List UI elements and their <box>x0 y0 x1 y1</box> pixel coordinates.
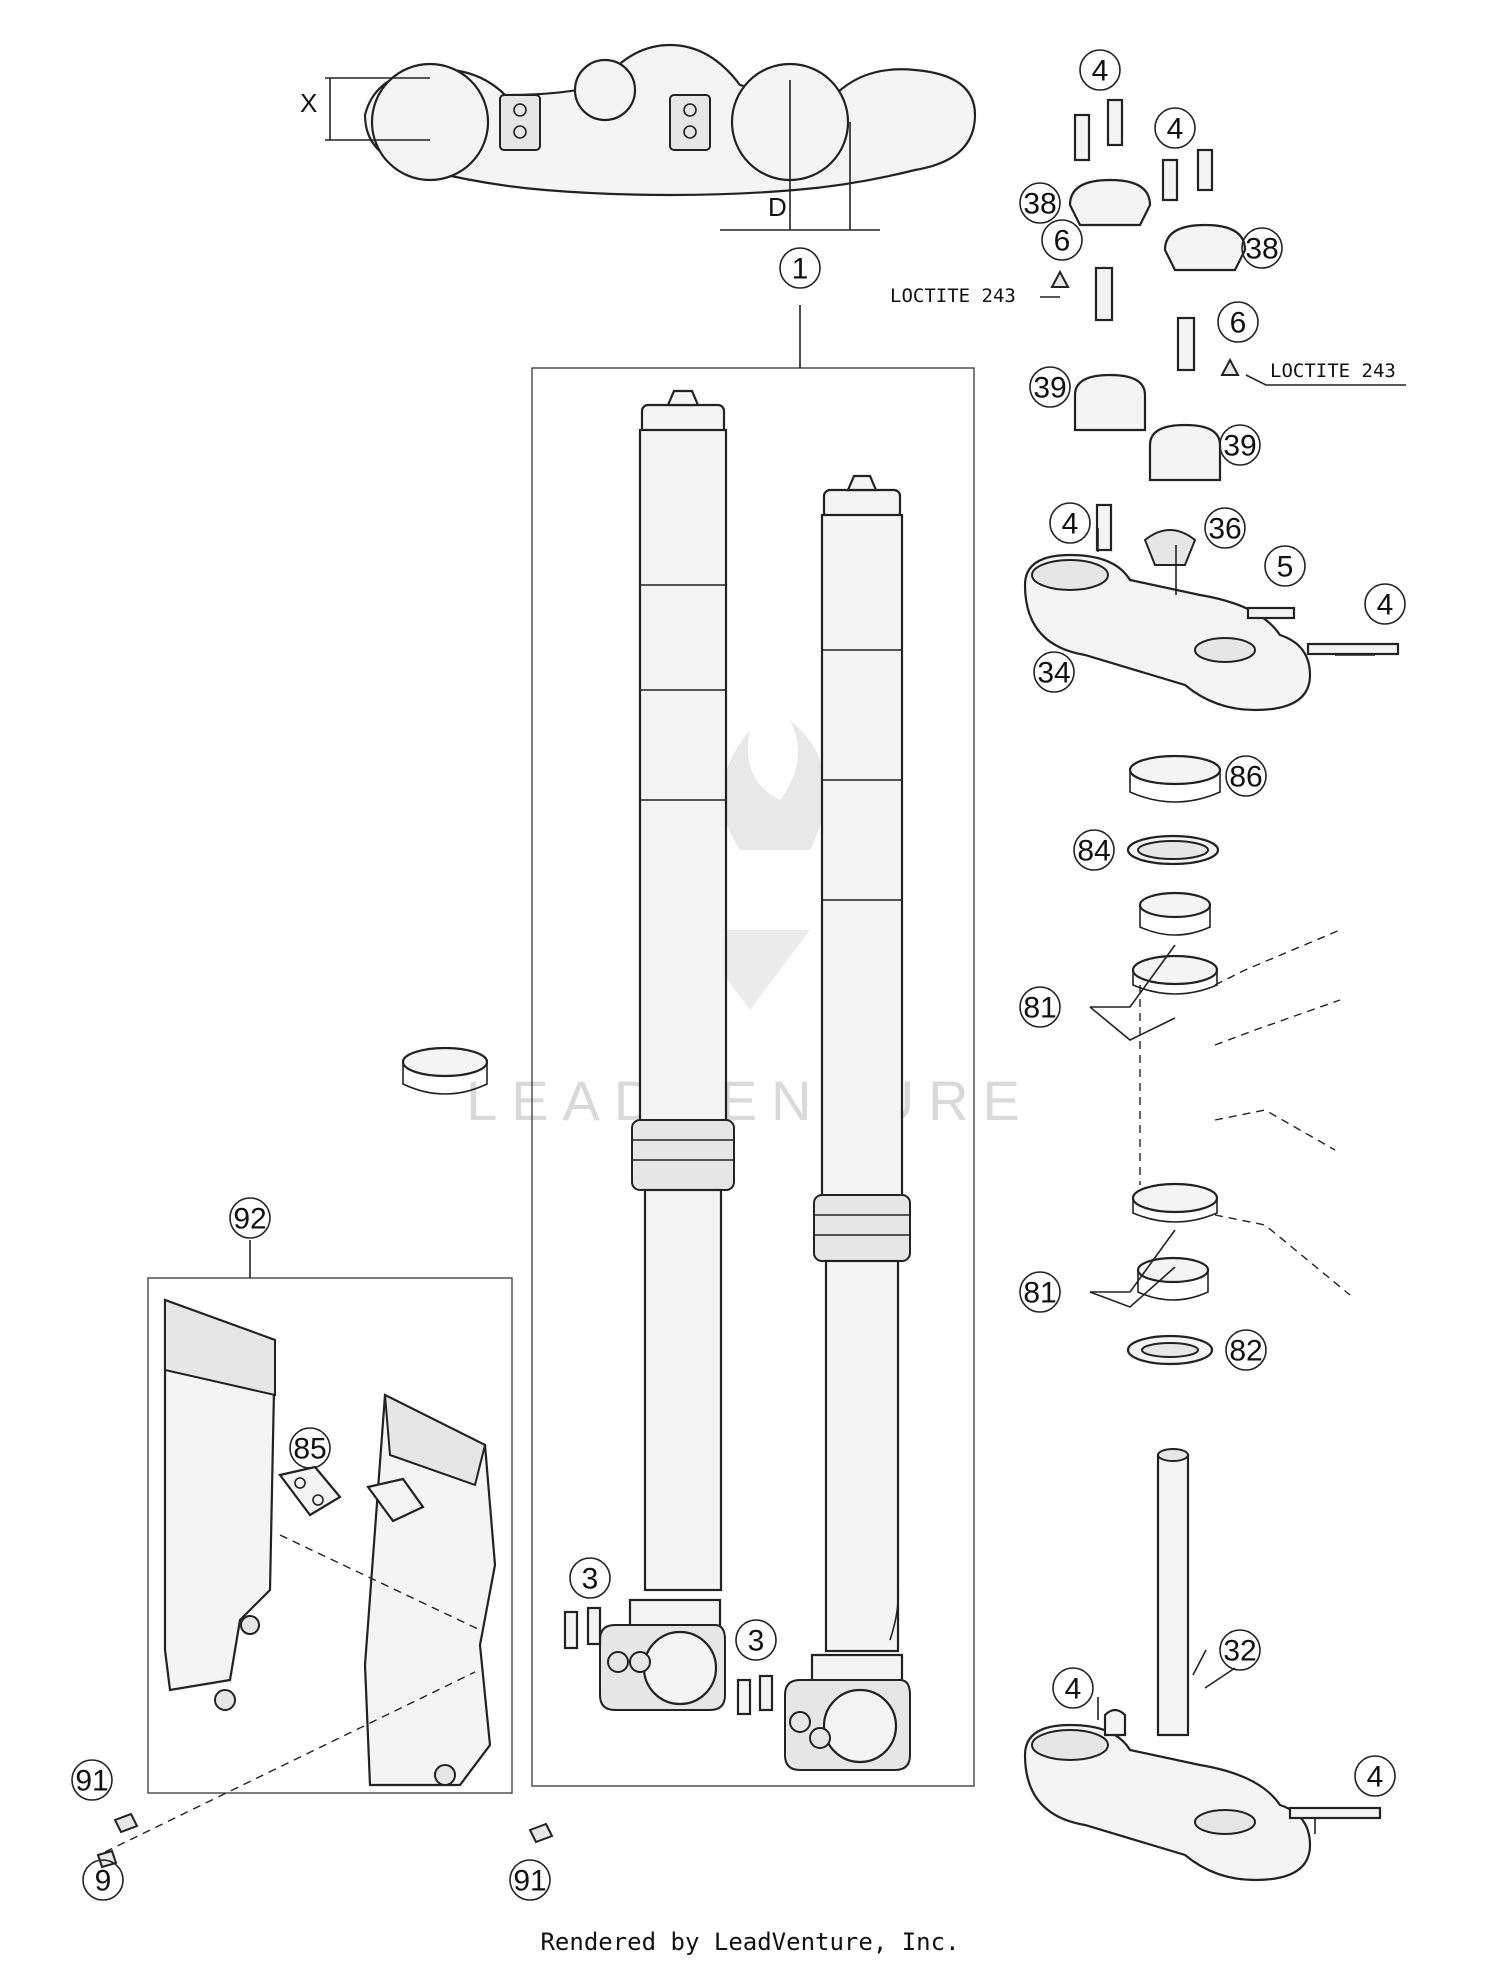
callout-5: 5 <box>1264 545 1306 587</box>
right-fork-leg <box>784 474 911 1771</box>
protector-bracket <box>278 1465 425 1523</box>
callout-3-right: 3 <box>735 1619 777 1661</box>
svg-text:4: 4 <box>1167 113 1184 146</box>
watermark-text: LEADVENTURE <box>466 1069 1034 1132</box>
svg-text:4: 4 <box>1062 508 1079 541</box>
fork-protector-frame <box>147 1277 513 1794</box>
handlebar-clamps-lower <box>1073 373 1222 482</box>
svg-text:36: 36 <box>1208 513 1241 546</box>
callout-38-left: 38 <box>1019 182 1061 224</box>
svg-text:6: 6 <box>1054 225 1071 258</box>
svg-text:32: 32 <box>1223 1635 1256 1668</box>
svg-text:6: 6 <box>1230 307 1247 340</box>
leader-lines <box>1097 528 1375 1834</box>
svg-text:4: 4 <box>1065 1673 1082 1706</box>
svg-text:91: 91 <box>75 1765 108 1798</box>
svg-text:84: 84 <box>1077 835 1110 868</box>
loctite-note-right: LOCTITE 243 <box>1270 360 1396 382</box>
svg-text:39: 39 <box>1223 430 1256 463</box>
callout-4-b: 4 <box>1154 107 1196 149</box>
upper-triple-clamp <box>1023 503 1400 712</box>
svg-text:39: 39 <box>1033 372 1066 405</box>
lower-triple-clamp-stem <box>1023 1448 1382 1882</box>
svg-text:4: 4 <box>1092 55 1109 88</box>
loctite-note-left: LOCTITE 243 <box>890 285 1016 307</box>
callout-4-f: 4 <box>1354 1755 1396 1797</box>
left-fork-protector <box>163 1298 277 1711</box>
dimension-label-x: X <box>300 88 317 118</box>
callout-86: 86 <box>1225 755 1267 797</box>
svg-text:5: 5 <box>1277 551 1294 584</box>
watermark: LEADVENTURE <box>466 720 1034 1132</box>
svg-text:82: 82 <box>1229 1335 1262 1368</box>
loose-dust-ring <box>401 1046 489 1095</box>
callout-39-left: 39 <box>1029 366 1071 408</box>
svg-text:38: 38 <box>1023 188 1056 221</box>
callout-85: 85 <box>289 1427 331 1469</box>
callout-81-bottom: 81 <box>1019 1271 1061 1313</box>
svg-text:81: 81 <box>1023 1277 1056 1310</box>
steering-bearings-and-seals <box>1126 754 1222 1366</box>
callout-4-a: 4 <box>1079 49 1121 91</box>
callout-36: 36 <box>1204 507 1246 549</box>
svg-text:34: 34 <box>1037 657 1070 690</box>
frame-headtube-outline <box>1139 929 1351 1296</box>
callout-4-d: 4 <box>1364 583 1406 625</box>
callout-81-top: 81 <box>1019 986 1061 1028</box>
callout-32: 32 <box>1219 1629 1261 1671</box>
handlebar-clamps-top <box>1068 178 1247 272</box>
callout-3-left: 3 <box>569 1557 611 1599</box>
callout-91-right: 91 <box>509 1859 551 1901</box>
fork-clamp-bolts <box>563 1606 774 1716</box>
svg-text:3: 3 <box>582 1563 599 1596</box>
fork-assembly-frame <box>531 367 975 1787</box>
svg-text:91: 91 <box>513 1865 546 1898</box>
right-fork-protector <box>363 1393 497 1787</box>
svg-text:81: 81 <box>1023 992 1056 1025</box>
handlebar-clamp-screws <box>1050 266 1240 376</box>
svg-text:9: 9 <box>95 1865 112 1898</box>
callout-91-left: 91 <box>71 1759 113 1801</box>
callout-6-right: 6 <box>1217 301 1259 343</box>
protector-screws <box>96 1812 554 1869</box>
svg-text:92: 92 <box>233 1203 266 1236</box>
left-fork-leg <box>599 389 735 1711</box>
callout-4-e: 4 <box>1052 1667 1094 1709</box>
svg-text:86: 86 <box>1229 761 1262 794</box>
svg-text:4: 4 <box>1367 1761 1384 1794</box>
callout-84: 84 <box>1073 829 1115 871</box>
callout-9: 9 <box>82 1859 124 1901</box>
triple-clamp-dimension-sketch <box>325 43 977 231</box>
svg-text:38: 38 <box>1245 233 1278 266</box>
callout-92: 92 <box>229 1197 271 1239</box>
svg-text:85: 85 <box>293 1433 326 1466</box>
footer-credit: Rendered by LeadVenture, Inc. <box>540 1928 960 1956</box>
callout-1: 1 <box>779 247 821 289</box>
callouts: 1 3 3 4 4 4 4 4 4 5 6 6 9 32 34 36 38 38… <box>71 49 1406 1901</box>
dimension-label-d: D <box>768 192 787 222</box>
callout-6-left: 6 <box>1041 219 1083 261</box>
svg-text:3: 3 <box>748 1625 765 1658</box>
handlebar-clamp-bolts <box>1073 98 1214 202</box>
callout-82: 82 <box>1225 1329 1267 1371</box>
svg-text:4: 4 <box>1377 589 1394 622</box>
callout-4-c: 4 <box>1049 502 1091 544</box>
callout-39-right: 39 <box>1219 424 1261 466</box>
callout-34: 34 <box>1033 651 1075 693</box>
svg-text:1: 1 <box>792 253 809 286</box>
callout-38-right: 38 <box>1241 227 1283 269</box>
